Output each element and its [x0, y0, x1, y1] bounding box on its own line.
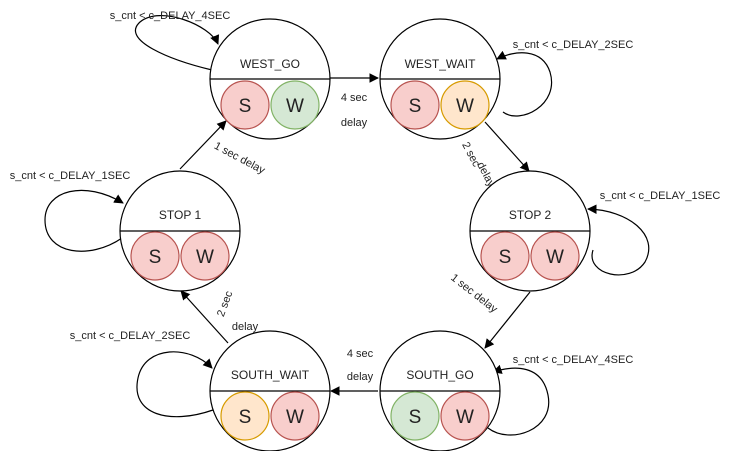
state-west-wait[interactable]: WEST_WAIT S W — [379, 18, 501, 140]
west-light — [440, 391, 490, 441]
self-loop-label: s_cnt < c_DELAY_4SEC — [513, 354, 634, 366]
south-light-label: S — [499, 247, 512, 268]
transition-label-line2: delay — [347, 371, 374, 383]
self-loop-label: s_cnt < c_DELAY_2SEC — [70, 330, 191, 342]
south-light-label: S — [409, 96, 422, 117]
west-light — [270, 391, 320, 441]
west-light-label: W — [456, 407, 474, 428]
self-loop-west-wait: s_cnt < c_DELAY_2SEC — [496, 39, 634, 117]
transition-label-line1: 4 sec — [341, 92, 368, 104]
transition-label-line2: delay — [232, 321, 259, 333]
west-light — [180, 231, 230, 281]
self-loop-label: s_cnt < c_DELAY_1SEC — [600, 190, 721, 202]
state-title: WEST_WAIT — [405, 57, 477, 71]
transition-label: 1 sec delay — [212, 140, 267, 177]
self-loop-stop-2: s_cnt < c_DELAY_1SEC — [587, 190, 721, 276]
west-light — [440, 80, 490, 130]
transition-label-line1: 4 sec — [347, 348, 374, 360]
self-loop-label: s_cnt < c_DELAY_1SEC — [10, 170, 131, 182]
south-light-label: S — [239, 96, 252, 117]
self-loop-label: s_cnt < c_DELAY_2SEC — [513, 39, 634, 51]
west-light-label: W — [546, 247, 564, 268]
state-stop-1[interactable]: STOP 1 S W — [119, 170, 241, 292]
transition-south-wait-to-stop-1: 2 sec delay — [180, 289, 259, 344]
self-loop-west-go: s_cnt < c_DELAY_4SEC — [110, 10, 231, 71]
south-light — [220, 391, 270, 441]
south-light — [390, 391, 440, 441]
west-light-label: W — [286, 407, 304, 428]
south-light — [390, 80, 440, 130]
south-light — [130, 231, 180, 281]
transition-label-line1: 2 sec — [215, 289, 235, 318]
state-stop-2[interactable]: STOP 2 S W — [469, 170, 591, 292]
transition-south-go-to-south-wait: 4 sec delay — [330, 348, 378, 396]
south-light — [220, 80, 270, 130]
west-light-label: W — [286, 96, 304, 117]
self-loop-south-go: s_cnt < c_DELAY_4SEC — [487, 354, 634, 436]
state-title: SOUTH_GO — [406, 368, 473, 382]
self-loop-label: s_cnt < c_DELAY_4SEC — [110, 10, 231, 22]
state-title: SOUTH_WAIT — [231, 368, 310, 382]
self-loop-stop-1: s_cnt < c_DELAY_1SEC — [10, 170, 131, 252]
state-title: STOP 2 — [509, 208, 552, 222]
south-light-label: S — [239, 407, 252, 428]
transition-label-line2: delay — [341, 117, 368, 129]
state-title: WEST_GO — [240, 57, 300, 71]
state-title: STOP 1 — [159, 208, 202, 222]
south-light — [480, 231, 530, 281]
west-light-label: W — [196, 247, 214, 268]
state-south-go[interactable]: SOUTH_GO S W — [379, 330, 501, 451]
south-light-label: S — [149, 247, 162, 268]
west-light — [270, 80, 320, 130]
west-light-label: W — [456, 96, 474, 117]
west-light — [530, 231, 580, 281]
transition-label: 1 sec delay — [448, 272, 500, 316]
state-south-wait[interactable]: SOUTH_WAIT S W — [209, 330, 331, 451]
south-light-label: S — [409, 407, 422, 428]
transition-west-go-to-west-wait: 4 sec delay — [330, 73, 379, 129]
state-west-go[interactable]: WEST_GO S W — [209, 18, 331, 140]
self-loop-south-wait: s_cnt < c_DELAY_2SEC — [70, 330, 214, 418]
